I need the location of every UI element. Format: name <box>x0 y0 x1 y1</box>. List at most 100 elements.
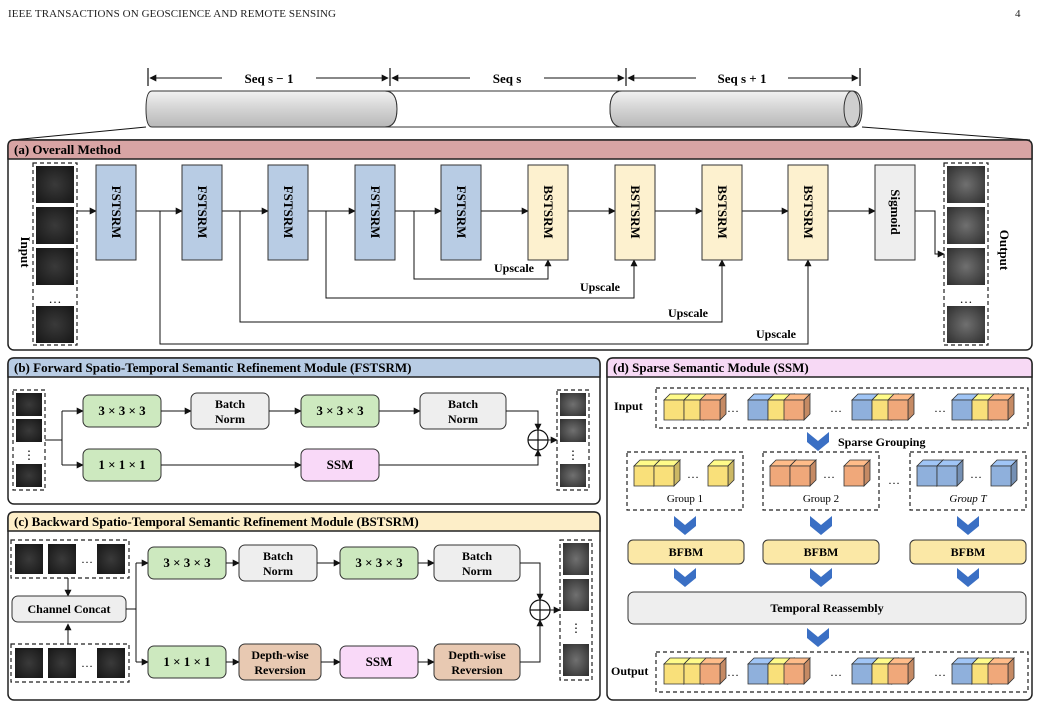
ssm-output-ellipsis-1: … <box>727 665 739 679</box>
blue-down-arrow-7 <box>957 568 979 587</box>
panel-d-title: (d) Sparse Semantic Module (SSM) <box>613 360 809 375</box>
panel-fstsrm: (b) Forward Spatio-Temporal Semantic Ref… <box>7 357 601 505</box>
ssm-output-ellipsis-2: … <box>830 665 842 679</box>
fstsrm-block-4 <box>354 164 396 261</box>
fstsrm-conv3-1-label: 3 × 3 × 3 <box>98 403 146 418</box>
bstsrm-block-2 <box>614 164 656 261</box>
overall-output-label: Output <box>997 230 1012 271</box>
fstsrm-conv1-label: 1 × 1 × 1 <box>98 457 145 472</box>
groupT-label: Group T <box>949 493 987 505</box>
sigmoid-label: Sigmoid <box>888 189 903 235</box>
bstsrm-output-vellipsis: ⋮ <box>570 621 582 635</box>
ssm-output-cubes <box>663 657 1015 685</box>
groupT-ellipsis: … <box>970 467 982 481</box>
bstsrm-ssm-label: SSM <box>366 654 393 669</box>
bstsrm-conv3-1-label: 3 × 3 × 3 <box>163 555 211 570</box>
bstsrm-block-3 <box>701 164 743 261</box>
fstsrm-label-3: FSTSRM <box>281 186 296 239</box>
bstsrm-dw-1-line2: Reversion <box>254 663 306 677</box>
panel-b-title: (b) Forward Spatio-Temporal Semantic Ref… <box>14 360 411 375</box>
fstsrm-add-icon <box>527 429 549 451</box>
output-cube-6 <box>783 657 811 685</box>
group2-cube-3 <box>843 459 871 487</box>
bfbm-block-1 <box>627 539 745 565</box>
ssm-output-label: Output <box>611 664 648 678</box>
bstsrm-add-icon <box>529 599 551 621</box>
fstsrm-bn-1-line2: Norm <box>215 412 245 426</box>
fstsrm-label-2: FSTSRM <box>195 186 210 239</box>
bstsrm-dw-1-line1: Depth-wise <box>251 648 309 662</box>
group2-label: Group 2 <box>803 493 839 505</box>
between-groups-ellipsis: … <box>888 473 900 487</box>
ssm-input-ellipsis-1: … <box>727 401 739 415</box>
fstsrm-block-3 <box>267 164 309 261</box>
output-cube-3 <box>699 657 727 685</box>
overall-output-ellipsis: … <box>960 291 973 306</box>
bfbm-label-1: BFBM <box>669 545 704 559</box>
sparse-grouping-label: Sparse Grouping <box>838 435 925 449</box>
blue-down-arrow-6 <box>810 568 832 587</box>
groupT-cube-2 <box>936 459 964 487</box>
overall-input-label: Input <box>18 236 33 268</box>
group1-cube-3 <box>707 459 735 487</box>
upscale-label-1: Upscale <box>494 261 535 275</box>
seq-curr-label: Seq s <box>493 71 522 86</box>
overall-input-ellipsis: … <box>49 291 62 306</box>
group1-ellipsis: … <box>687 467 699 481</box>
fstsrm-output-vellipsis: ⋮ <box>567 448 579 462</box>
fstsrm-label-1: FSTSRM <box>109 186 124 239</box>
bstsrm-label-4: BSTSRM <box>801 185 816 238</box>
upscale-label-2: Upscale <box>580 280 621 294</box>
fstsrm-bn-2-line1: Batch <box>448 397 478 411</box>
ssm-input-ellipsis-2: … <box>830 401 842 415</box>
blue-down-arrow-2 <box>674 516 696 535</box>
bstsrm-dw-2-line1: Depth-wise <box>448 648 506 662</box>
bstsrm-dw-2-line2: Reversion <box>451 663 503 677</box>
blue-down-arrow-8 <box>807 628 829 647</box>
fstsrm-input-vellipsis: ⋮ <box>23 448 35 462</box>
sigmoid-block <box>874 164 916 261</box>
temporal-reassembly-label: Temporal Reassembly <box>770 601 883 615</box>
fstsrm-block-1 <box>95 164 137 261</box>
groupT-cube-3 <box>990 459 1018 487</box>
journal-header: IEEE TRANSACTIONS ON GEOSCIENCE AND REMO… <box>8 8 337 20</box>
temporal-reassembly-block <box>627 591 1027 625</box>
fstsrm-conv3-2-label: 3 × 3 × 3 <box>316 403 364 418</box>
bstsrm-conv1-label: 1 × 1 × 1 <box>163 654 210 669</box>
panel-overall-method: (a) Overall Method Input … Upscale Upsca… <box>7 139 1033 351</box>
panel-bstsrm: (c) Backward Spatio-Temporal Semantic Re… <box>7 511 601 701</box>
bstsrm-top-ellipsis: … <box>81 552 93 566</box>
ssm-input-cubes <box>663 393 1015 421</box>
group2-cube-2 <box>789 459 817 487</box>
bstsrm-label-3: BSTSRM <box>715 185 730 238</box>
ssm-group-cubes <box>633 459 1018 487</box>
bfbm-block-2 <box>762 539 880 565</box>
group1-cube-2 <box>653 459 681 487</box>
bfbm-block-3 <box>909 539 1027 565</box>
bstsrm-label-2: BSTSRM <box>628 185 643 238</box>
fstsrm-block-5 <box>440 164 482 261</box>
bstsrm-bn-2-line2: Norm <box>462 564 492 578</box>
panel-a-title: (a) Overall Method <box>14 142 122 157</box>
fstsrm-bn-1-line1: Batch <box>215 397 245 411</box>
bstsrm-bottom-ellipsis: … <box>81 656 93 670</box>
ssm-input-ellipsis-3: … <box>934 401 946 415</box>
bfbm-label-3: BFBM <box>951 545 986 559</box>
ssm-input-label: Input <box>614 399 643 413</box>
group1-label: Group 1 <box>667 493 703 505</box>
output-cube-9 <box>887 657 915 685</box>
bfbm-label-2: BFBM <box>804 545 839 559</box>
input-cube-3 <box>699 393 727 421</box>
blue-down-arrow-4 <box>957 516 979 535</box>
sequence-timeline: Seq s − 1 Seq s Seq s + 1 <box>11 68 1031 141</box>
panel-ssm: (d) Sparse Semantic Module (SSM) Input …… <box>606 357 1033 701</box>
upscale-label-4: Upscale <box>756 327 797 341</box>
bstsrm-bn-1-line1: Batch <box>263 549 293 563</box>
input-cube-6 <box>783 393 811 421</box>
input-cube-9 <box>887 393 915 421</box>
output-cube-12 <box>987 657 1015 685</box>
bstsrm-block-1 <box>527 164 569 261</box>
upscale-label-3: Upscale <box>668 306 709 320</box>
fstsrm-ssm-label: SSM <box>327 457 354 472</box>
